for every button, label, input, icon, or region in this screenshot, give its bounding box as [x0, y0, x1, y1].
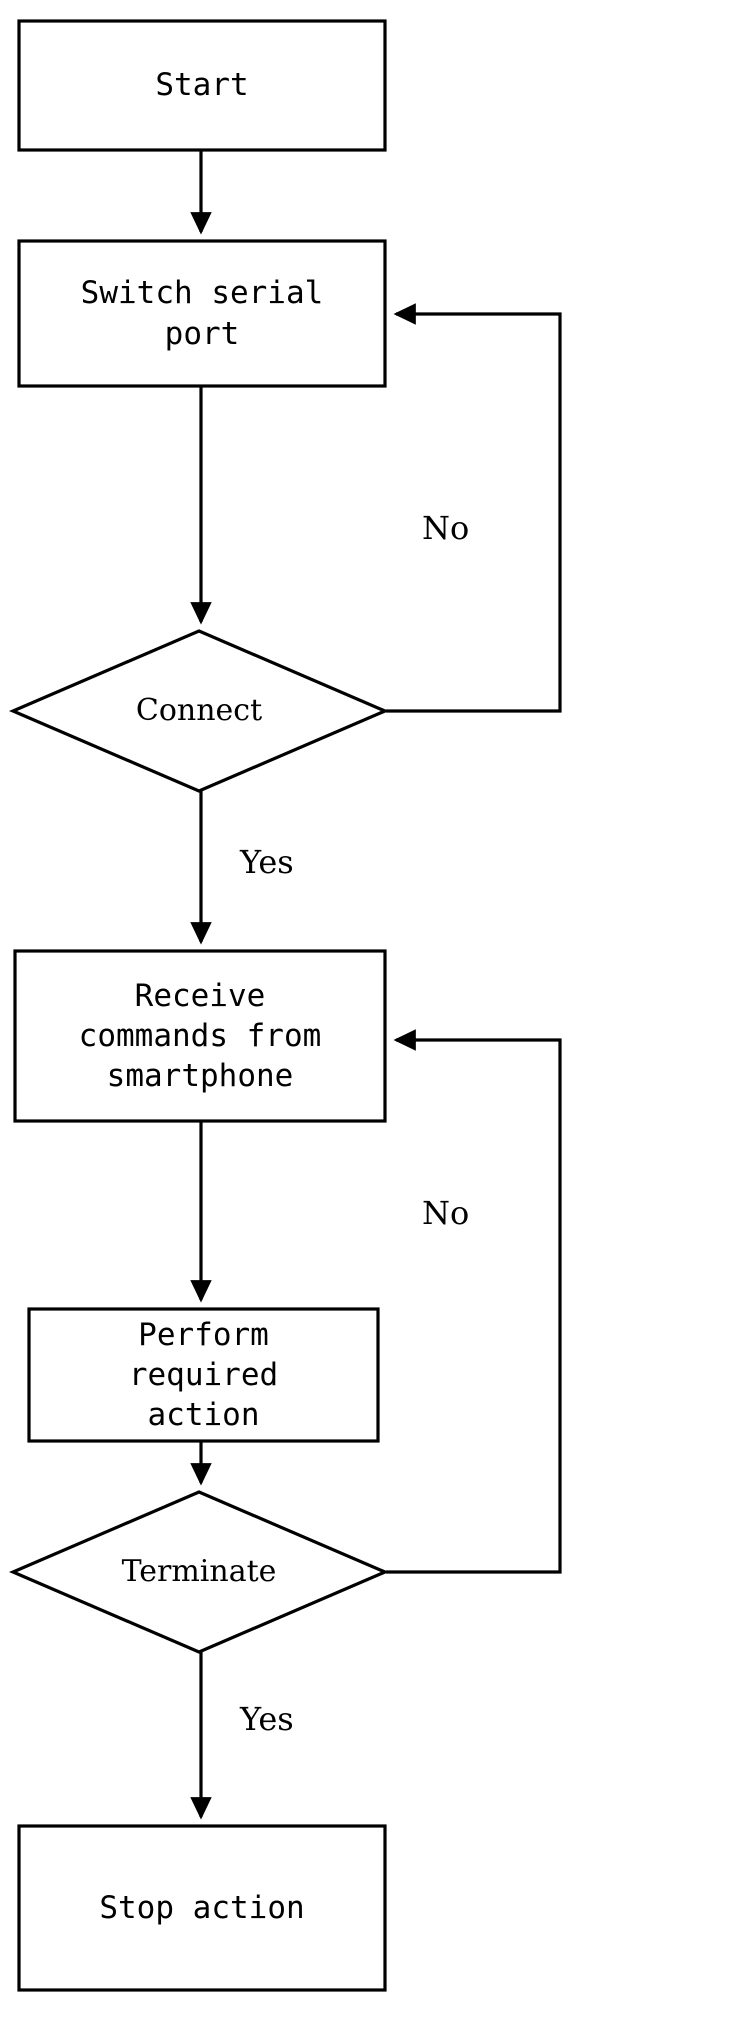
edge-connect-no-loop	[386, 303, 562, 713]
edge-label-terminate-no: No	[422, 1194, 470, 1232]
edge-label-connect-yes: Yes	[240, 843, 294, 881]
node-connect-shape	[8, 629, 390, 793]
edge-label-connect-no: No	[422, 509, 470, 547]
node-stop-action-shape	[17, 1824, 387, 1992]
edge-terminate-no-loop	[386, 1029, 562, 1574]
node-perform-action-shape	[27, 1307, 380, 1443]
node-switch-serial-port-shape	[17, 239, 387, 388]
edge-label-terminate-yes: Yes	[240, 1700, 294, 1738]
node-receive-commands-shape	[13, 949, 387, 1123]
node-start-shape	[17, 19, 387, 152]
node-terminate-shape	[8, 1490, 390, 1654]
